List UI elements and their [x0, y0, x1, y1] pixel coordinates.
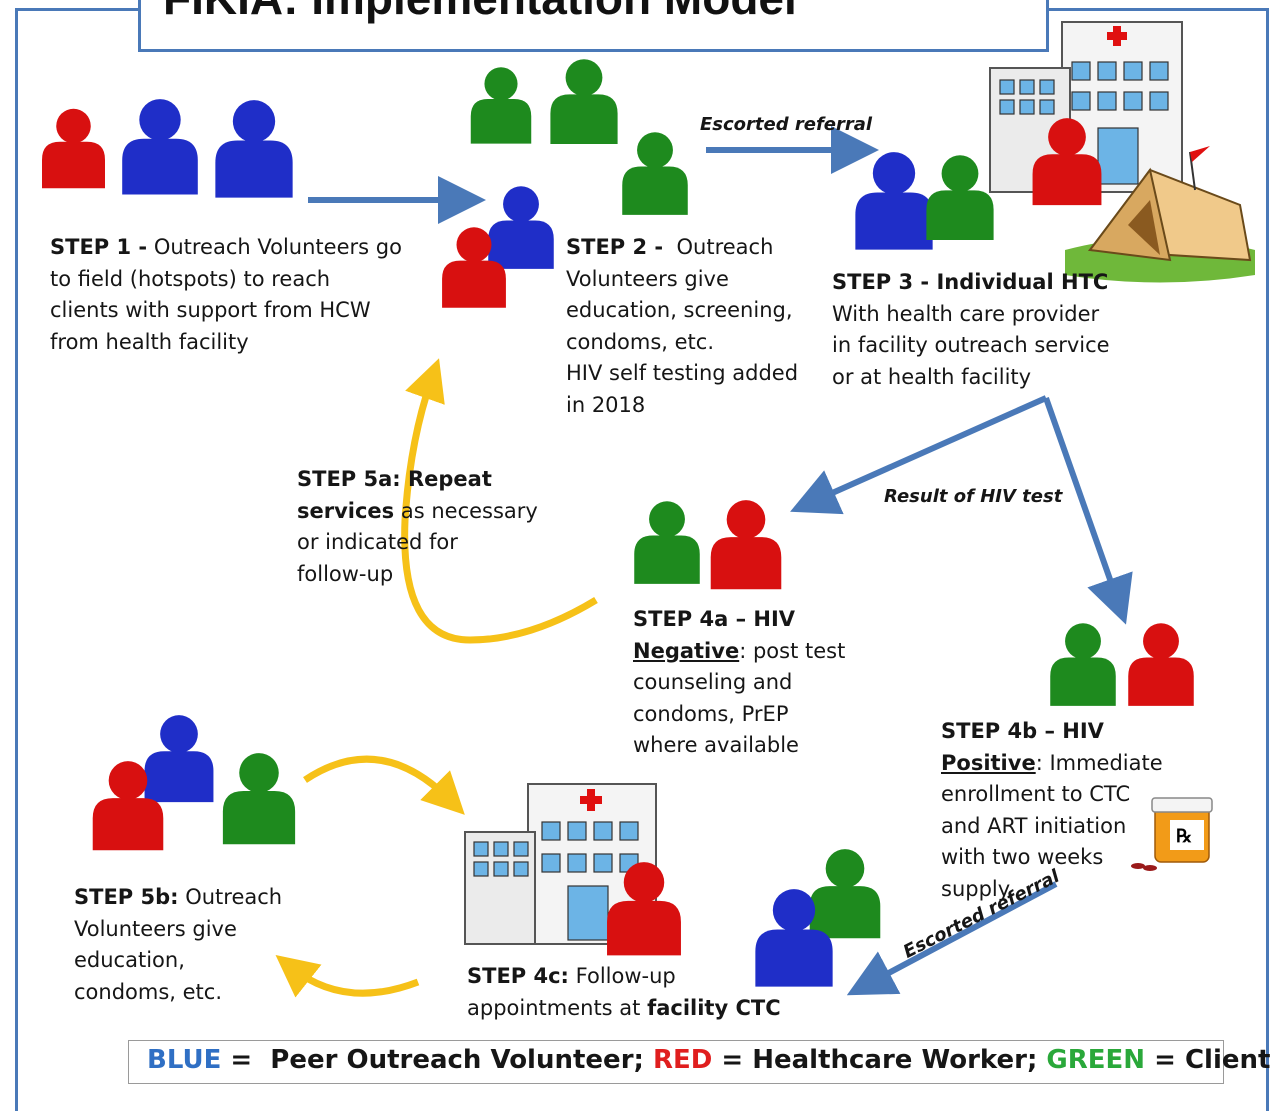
step4b-line: with two weeks — [941, 845, 1104, 869]
legend-red-word: RED — [652, 1045, 713, 1075]
page-title: FIKIA: Implementation Model — [163, 0, 797, 23]
arrow-result-to-step4a — [790, 395, 1048, 515]
step5b-line: condoms, etc. — [74, 979, 223, 1004]
people-group-step2-staff — [442, 186, 554, 308]
step1-line: to field (hotspots) to reach — [50, 266, 331, 291]
step3-text: STEP 3 - Individual HTC With health care… — [832, 267, 1110, 393]
step4b-line: enrollment to CTC — [941, 782, 1131, 806]
step4b-label2: Positive — [941, 750, 1036, 775]
step2-line: in 2018 — [566, 392, 646, 417]
step2-line: Outreach — [663, 235, 774, 259]
step2-line: Volunteers give — [566, 266, 729, 291]
step4a-line: condoms, PrEP — [633, 701, 789, 726]
legend: BLUE = Peer Outreach Volunteer; RED = He… — [128, 1040, 1270, 1084]
step5b-line: education, — [74, 948, 185, 972]
step5b-line: Outreach — [178, 885, 283, 909]
step4c-text: STEP 4c: Follow-up appointments at facil… — [467, 961, 781, 1024]
step5b-line: Volunteers give — [74, 916, 237, 941]
hospital-icon — [464, 783, 657, 945]
hospital-icon — [989, 21, 1183, 193]
step2-line: condoms, etc. — [566, 329, 715, 354]
pill-bottle-icon: ℞ — [1131, 797, 1213, 871]
step1-label: STEP 1 - — [50, 235, 148, 259]
people-group-step2-clients — [470, 59, 688, 215]
step4c-label: STEP 4c: — [467, 964, 569, 988]
step5b-label: STEP 5b: — [74, 885, 179, 909]
step4b-line: : Immediate — [1035, 750, 1163, 775]
step4c-line: appointments at — [467, 995, 648, 1020]
result-hiv-test-label: Result of HIV test — [884, 486, 1063, 507]
legend-red-role: = Healthcare Worker; — [712, 1045, 1047, 1075]
step4b-line: supply — [941, 876, 1011, 901]
step4b-line: and ART initiation — [941, 813, 1127, 838]
escorted-referral-label: Escorted referral — [700, 114, 873, 135]
svg-text:℞: ℞ — [1176, 826, 1192, 847]
step4b-text: STEP 4b – HIV Positive: Immediate enroll… — [941, 716, 1163, 905]
step4a-line: where available — [633, 733, 799, 757]
arrow-result-to-step4b — [1043, 397, 1133, 625]
step5a-text: STEP 5a: Repeat services as necessary or… — [297, 464, 538, 590]
step4b-label: STEP 4b – HIV — [941, 719, 1104, 743]
step4c-bold: facility CTC — [647, 995, 781, 1020]
arrow-step4b-to-step4c — [846, 881, 1058, 996]
step2-label: STEP 2 - — [566, 235, 664, 259]
step5b-text: STEP 5b: Outreach Volunteers give educat… — [74, 882, 282, 1008]
step5a-line: follow-up — [297, 561, 394, 586]
legend-blue-word: BLUE — [147, 1045, 222, 1075]
step4a-line: counseling and — [633, 670, 793, 694]
step3-line: in facility outreach service — [832, 333, 1110, 357]
legend-blue-role: = Peer Outreach Volunteer; — [221, 1045, 653, 1075]
step1-line: Outreach Volunteers go — [147, 235, 402, 259]
people-group-step4b — [1050, 623, 1194, 706]
tent-icon — [1065, 146, 1255, 283]
step3-line: or at health facility — [832, 364, 1032, 389]
people-group-step1 — [42, 99, 293, 198]
arrow-step4a-to-step2 — [401, 358, 598, 644]
step5a-line: as necessary — [394, 498, 538, 523]
step4a-line: : post test — [739, 638, 846, 663]
title-box: FIKIA: Implementation Model — [138, 0, 1049, 52]
step2-text: STEP 2 - Outreach Volunteers give educat… — [566, 232, 798, 421]
arrow-step4c-to-step5b — [275, 954, 420, 998]
legend-text: BLUE = Peer Outreach Volunteer; RED = He… — [147, 1045, 1270, 1075]
people-group-step5b — [92, 715, 296, 851]
step2-line: HIV self testing added — [566, 361, 799, 385]
step5a-line: or indicated for — [297, 530, 458, 554]
arrow-step5b-to-step4c — [303, 755, 465, 815]
step2-line: education, screening, — [566, 298, 793, 322]
step4a-label: STEP 4a – HIV — [633, 607, 796, 631]
step1-text: STEP 1 - Outreach Volunteers go to field… — [50, 232, 402, 358]
step3-line: With health care provider — [832, 301, 1100, 326]
step5a-label2: services — [297, 498, 395, 523]
people-group-step4a — [634, 500, 782, 590]
legend-green-role: = Client — [1145, 1045, 1271, 1075]
step3-label: STEP 3 - Individual HTC — [832, 270, 1109, 294]
step4c-line: Follow-up — [568, 964, 676, 988]
step1-line: from health facility — [50, 329, 249, 354]
step5a-label: STEP 5a: Repeat — [297, 467, 492, 491]
step1-line: clients with support from HCW — [50, 298, 371, 322]
legend-green-word: GREEN — [1046, 1045, 1146, 1075]
step4a-text: STEP 4a – HIV Negative: post test counse… — [633, 604, 845, 762]
people-group-step3 — [855, 118, 1102, 250]
step4a-label2: Negative — [633, 638, 740, 663]
